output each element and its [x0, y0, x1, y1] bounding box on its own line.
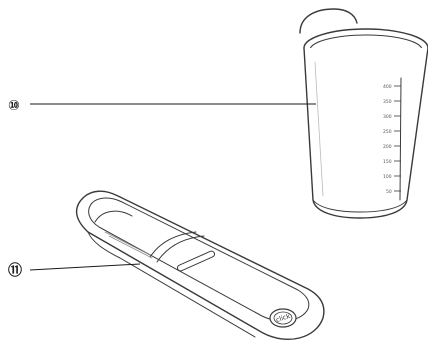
- scoop: [75, 190, 325, 341]
- callout-number-11: ⑪: [8, 262, 22, 279]
- measuring-cup-scale: [394, 85, 401, 192]
- scale-label-350: 350: [383, 99, 392, 105]
- scale-label-200: 200: [383, 144, 392, 150]
- scale-label-50: 50: [386, 189, 392, 195]
- measuring-cup-scale-labels: 400 350 300 250 200 150 100 50: [383, 84, 392, 195]
- leader-line-11: [29, 263, 141, 271]
- callout-11: ⑪: [8, 262, 141, 279]
- scale-label-250: 250: [383, 129, 392, 135]
- measuring-cup: [299, 8, 428, 219]
- callout-10: ⑩: [8, 98, 316, 114]
- scale-label-100: 100: [383, 174, 392, 180]
- scale-label-150: 150: [383, 159, 392, 165]
- callout-number-10: ⑩: [8, 98, 20, 114]
- scale-label-400: 400: [383, 84, 392, 90]
- scoop-button: [269, 308, 297, 328]
- scale-label-300: 300: [383, 114, 392, 120]
